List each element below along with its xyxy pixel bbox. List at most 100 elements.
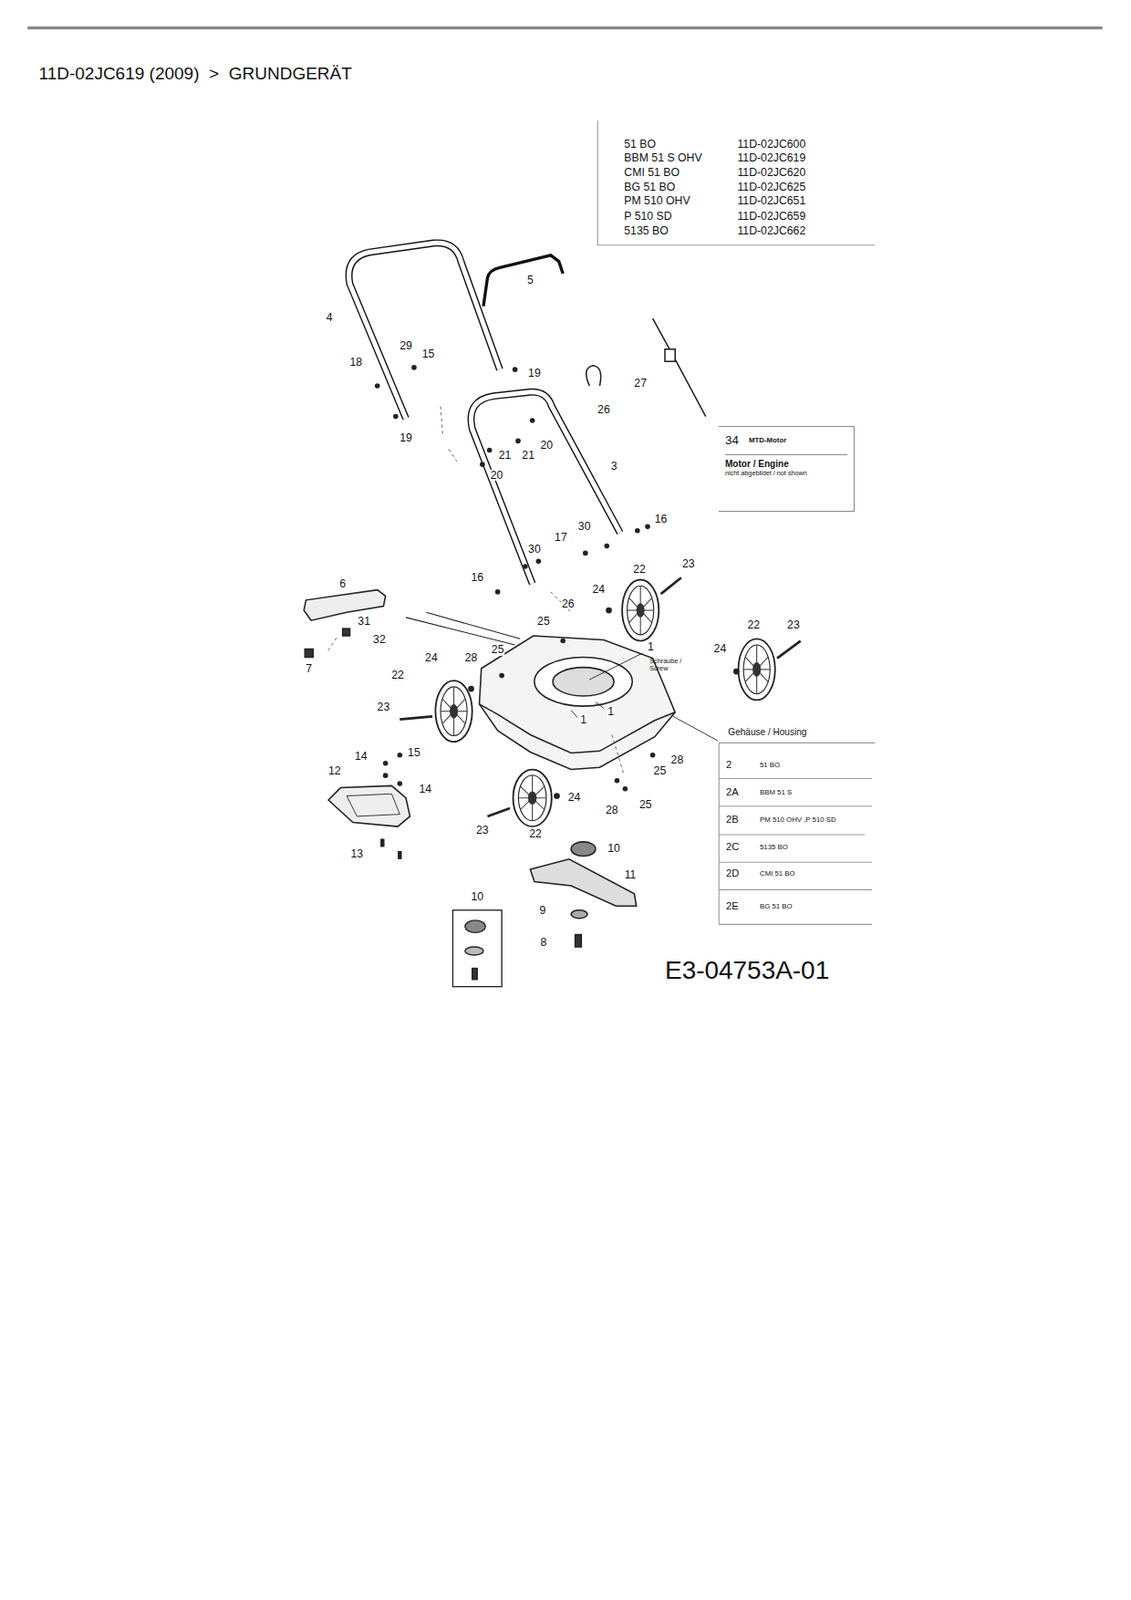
- table-cell: 11D-02JC662: [736, 225, 806, 237]
- callout-number: 24: [424, 652, 439, 664]
- rear-guard: [346, 793, 400, 817]
- callout-number: 20: [539, 438, 554, 450]
- top-rule: [27, 27, 1103, 29]
- wheels: [435, 579, 775, 826]
- table-cell: PM 510 OHV ,P 510 SD: [759, 816, 837, 824]
- callout-number: 11: [623, 869, 638, 881]
- rear-guard: [328, 785, 410, 827]
- screws: [383, 760, 389, 767]
- screws: [582, 550, 589, 557]
- screws: [733, 668, 740, 675]
- table-cell: P 510 SD: [623, 210, 672, 222]
- throttle-cable: [586, 318, 706, 416]
- screws: [374, 383, 381, 389]
- upper-handle: [349, 242, 500, 419]
- callout-number: 24: [591, 583, 606, 595]
- wheels: [513, 769, 552, 827]
- callout-number: 22: [746, 619, 761, 631]
- callout-number: 27: [632, 377, 648, 389]
- screws: [529, 417, 536, 424]
- lower-handle: [470, 392, 620, 584]
- blade-adapter-kit: [465, 946, 484, 955]
- axle-bolts: [661, 577, 682, 594]
- table-cell: 11D-02JC659: [736, 210, 806, 222]
- throttle-cable: [664, 349, 675, 362]
- callout-number: 7: [304, 663, 313, 675]
- table-cell: BG 51 BO: [759, 902, 793, 911]
- table-cell: 11D-02JC620: [736, 166, 806, 178]
- callout-number: 5: [526, 274, 535, 286]
- lower-handle: [470, 392, 620, 584]
- callout-number: 22: [390, 669, 405, 681]
- upper-handle: [349, 242, 500, 419]
- callout-number: 10: [469, 891, 485, 903]
- callout-number: 25: [638, 798, 654, 810]
- throttle-cable: [586, 365, 602, 386]
- lower-handle: [470, 392, 620, 584]
- screws: [498, 673, 505, 679]
- screws: [605, 607, 613, 614]
- wheels: [622, 579, 659, 641]
- screws: [515, 438, 521, 445]
- rear-flap: [303, 590, 385, 622]
- table-heading: Gehäuse / Housing: [727, 727, 807, 737]
- cutting-blade: [570, 910, 588, 919]
- callout-number: 16: [469, 571, 485, 583]
- screws: [374, 364, 740, 860]
- screws: [644, 524, 651, 530]
- mower-deck: [479, 635, 719, 769]
- callout-number: 18: [348, 356, 364, 368]
- axle-bolts: [399, 715, 433, 719]
- control-bail: [483, 255, 563, 307]
- table-rules: [597, 120, 875, 924]
- screws: [634, 528, 641, 534]
- wheels: [738, 638, 776, 700]
- rear-flap: [304, 649, 313, 658]
- callout-number: 9: [538, 904, 547, 916]
- table-rules: [718, 742, 875, 924]
- callout-number: 14: [417, 783, 433, 795]
- callout-number: 26: [596, 404, 612, 416]
- callout-number: 17: [553, 531, 569, 543]
- callout-number: 24: [567, 791, 582, 803]
- callout-number: 22: [632, 563, 647, 575]
- screws: [536, 559, 542, 565]
- table-cell: CMI 51 BO: [759, 870, 796, 878]
- screws: [397, 780, 404, 787]
- screws: [479, 461, 486, 467]
- callout-number: 13: [349, 848, 364, 860]
- dashed-assembly-lines: [326, 405, 624, 776]
- table-cell: 51 BO: [759, 761, 780, 769]
- mower-deck: [479, 704, 676, 754]
- callout-number: 28: [464, 652, 479, 664]
- screws: [383, 772, 389, 779]
- table-cell: 5135 BO: [623, 225, 668, 237]
- table-rules: [597, 120, 875, 245]
- screws: [560, 638, 566, 644]
- callout-number: 1: [579, 714, 588, 726]
- cutting-blade: [575, 934, 582, 947]
- callout-number: 14: [353, 749, 369, 761]
- callout-number: 24: [713, 643, 728, 654]
- screws: [553, 792, 561, 799]
- screws: [397, 850, 402, 860]
- part-number: 34: [725, 433, 739, 447]
- callout-number: 1: [606, 705, 615, 717]
- callout-number: 19: [527, 367, 542, 379]
- cutting-blade: [570, 841, 596, 857]
- throttle-cable: [653, 318, 706, 416]
- callout-number: 20: [489, 469, 505, 481]
- callout-number: 4: [325, 311, 334, 323]
- callout-number: 32: [372, 633, 387, 645]
- callout-number: 28: [670, 754, 685, 766]
- callout-number: 1: [646, 641, 655, 653]
- screws: [487, 447, 493, 454]
- callout-number: 30: [577, 520, 592, 532]
- table-cell: CMI 51 BO: [623, 166, 680, 178]
- callout-number: 23: [475, 824, 490, 836]
- screws: [411, 364, 417, 371]
- table-cell: 51 BO: [623, 137, 656, 149]
- note-box: 34MTD-MotorMotor / Enginenicht abgebilde…: [718, 425, 855, 512]
